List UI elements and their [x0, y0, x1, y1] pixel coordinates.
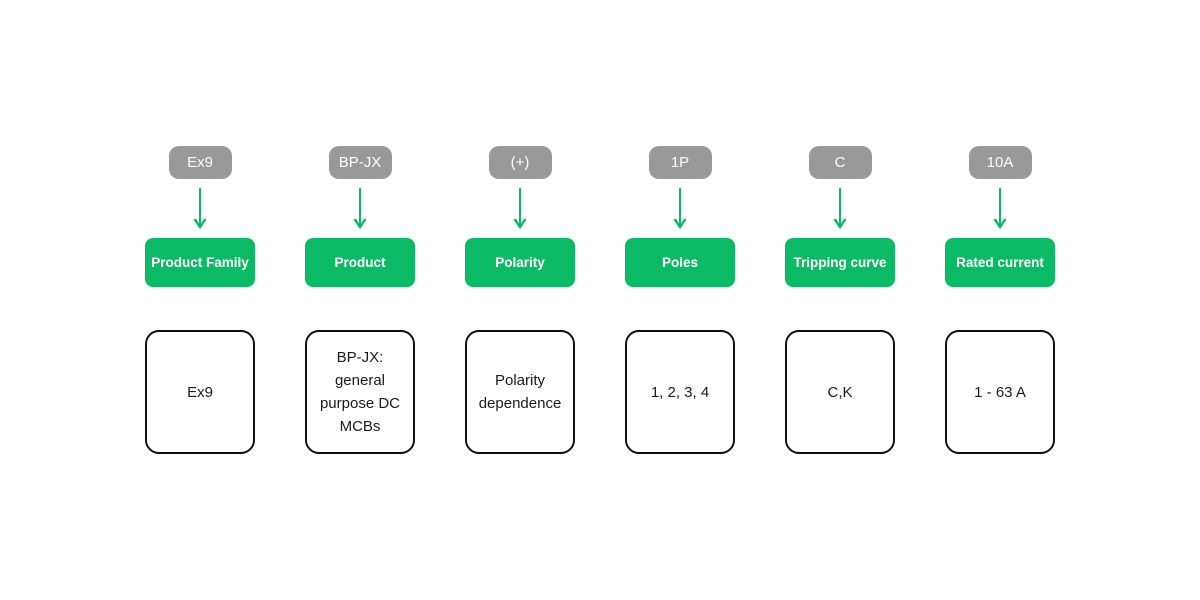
- description-box: Ex9: [145, 330, 255, 454]
- code-badge-label: (+): [510, 154, 530, 171]
- code-badge-label: Ex9: [187, 154, 213, 171]
- code-badge-label: C: [834, 154, 846, 171]
- description-text: BP-JX: general purpose DC MCBs: [319, 349, 401, 435]
- category-label: Tripping curve: [785, 238, 895, 287]
- diagram-column-product-family: Ex9 Product Family Ex9: [145, 146, 255, 454]
- diagram-columns-row: Ex9 Product Family Ex9 BP-JX Product: [145, 146, 1055, 454]
- category-label-text: Polarity: [495, 255, 545, 270]
- down-arrow-icon: [673, 188, 687, 229]
- description-box: Polarity dependence: [465, 330, 575, 454]
- description-text: 1 - 63 A: [974, 383, 1026, 401]
- description-box: 1, 2, 3, 4: [625, 330, 735, 454]
- description-text: C,K: [827, 383, 853, 401]
- code-badge: BP-JX: [328, 146, 392, 179]
- code-badge: 1P: [648, 146, 712, 179]
- down-arrow-icon: [513, 188, 527, 229]
- diagram-column-rated-current: 10A Rated current 1 - 63 A: [945, 146, 1055, 454]
- diagram-column-poles: 1P Poles 1, 2, 3, 4: [625, 146, 735, 454]
- category-label: Product Family: [145, 238, 255, 287]
- code-badge: Ex9: [168, 146, 232, 179]
- description-text: 1, 2, 3, 4: [650, 383, 710, 401]
- down-arrow-icon: [353, 188, 367, 229]
- code-badge-label: 10A: [986, 154, 1014, 171]
- category-label-text: Product Family: [151, 255, 249, 270]
- diagram-column-tripping-curve: C Tripping curve C,K: [785, 146, 895, 454]
- description-text: Polarity dependence: [478, 372, 562, 412]
- category-label: Poles: [625, 238, 735, 287]
- category-label: Rated current: [945, 238, 1055, 287]
- code-badge: 10A: [968, 146, 1032, 179]
- category-label-text: Tripping curve: [793, 255, 887, 270]
- category-label: Polarity: [465, 238, 575, 287]
- description-box: C,K: [785, 330, 895, 454]
- down-arrow-icon: [193, 188, 207, 229]
- code-badge-label: BP-JX: [338, 154, 382, 171]
- down-arrow-icon: [993, 188, 1007, 229]
- description-box: BP-JX: general purpose DC MCBs: [305, 330, 415, 454]
- code-badge: C: [808, 146, 872, 179]
- category-label: Product: [305, 238, 415, 287]
- code-badge: (+): [488, 146, 552, 179]
- category-label-text: Poles: [661, 255, 699, 270]
- diagram-column-product: BP-JX Product BP-JX: general purpose DC …: [305, 146, 415, 454]
- description-text: Ex9: [187, 383, 213, 401]
- category-label-text: Rated current: [956, 255, 1044, 270]
- category-label-text: Product: [334, 255, 386, 270]
- diagram-column-polarity: (+) Polarity Polarity dependence: [465, 146, 575, 454]
- code-badge-label: 1P: [670, 154, 690, 171]
- down-arrow-icon: [833, 188, 847, 229]
- description-box: 1 - 63 A: [945, 330, 1055, 454]
